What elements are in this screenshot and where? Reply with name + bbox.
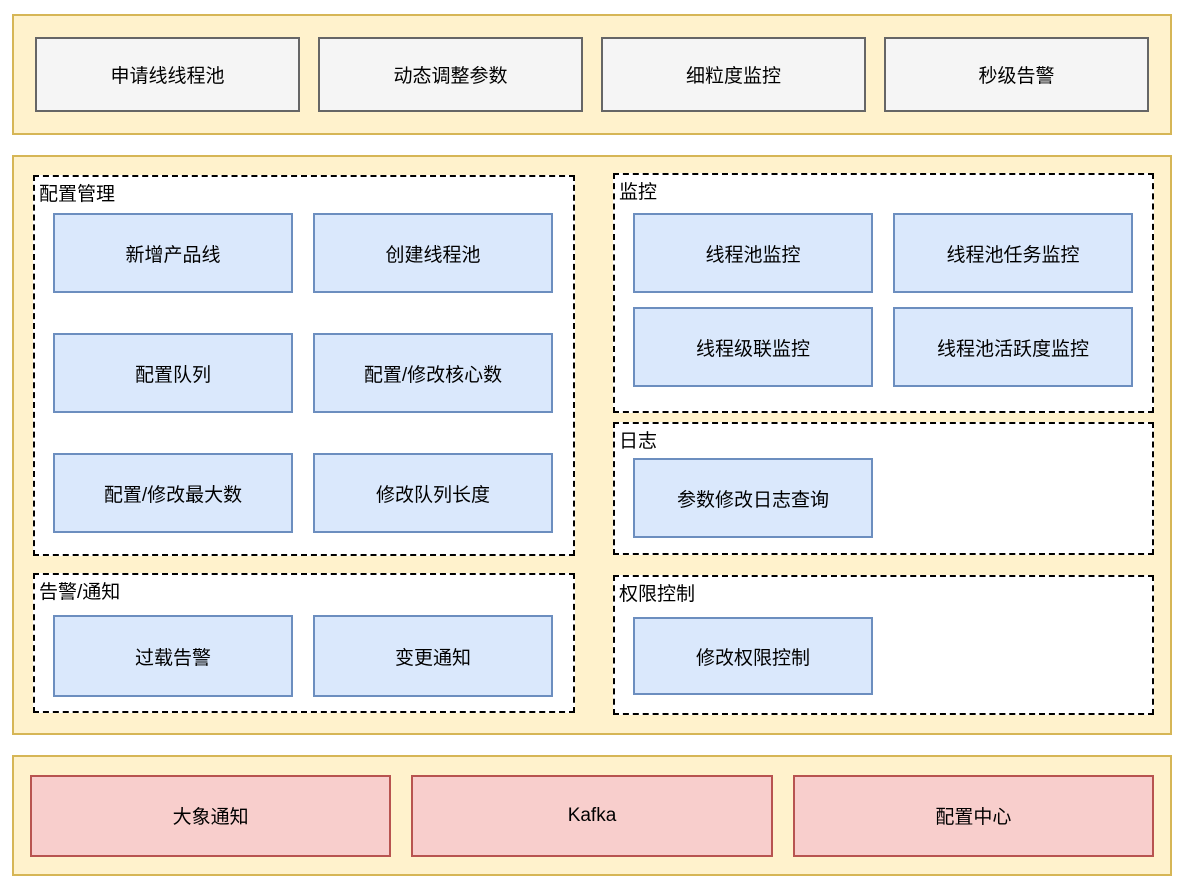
module-config-modify-core-count: 配置/修改核心数: [313, 333, 553, 413]
infra-daxiang-notification: 大象通知: [30, 774, 392, 857]
module-change-notification: 变更通知: [313, 615, 553, 697]
feature-second-level-alert: 秒级告警: [884, 37, 1149, 112]
module-config-queue: 配置队列: [53, 333, 293, 413]
module-modify-permission-control: 修改权限控制: [633, 617, 873, 695]
section-title: 权限控制: [619, 584, 696, 605]
module-create-thread-pool: 创建线程池: [313, 213, 553, 293]
section-log: 日志 参数修改日志查询: [613, 422, 1154, 555]
infrastructure-band: 大象通知 Kafka 配置中心: [12, 755, 1172, 876]
module-modify-queue-length: 修改队列长度: [313, 453, 553, 533]
module-overload-alert: 过载告警: [53, 615, 293, 697]
module-param-change-log-query: 参数修改日志查询: [633, 458, 873, 538]
module-thread-pool-task-monitor: 线程池任务监控: [893, 213, 1133, 293]
feature-apply-thread-pool: 申请线线程池: [35, 37, 300, 112]
module-thread-pool-monitor: 线程池监控: [633, 213, 873, 293]
platform-band: 配置管理 新增产品线 创建线程池 配置队列 配置/修改核心数 配置/修改最大数 …: [12, 155, 1172, 735]
infra-config-center: 配置中心: [792, 774, 1154, 857]
module-add-product-line: 新增产品线: [53, 213, 293, 293]
section-monitoring: 监控 线程池监控 线程池任务监控 线程级联监控 线程池活跃度监控: [613, 173, 1154, 413]
section-title: 告警/通知: [39, 582, 121, 603]
section-alert-notification: 告警/通知 过载告警 变更通知: [33, 573, 575, 713]
section-title: 配置管理: [39, 184, 116, 205]
section-permission-control: 权限控制 修改权限控制: [613, 575, 1154, 715]
feature-dynamic-adjust-params: 动态调整参数: [318, 37, 583, 112]
module-config-modify-max-count: 配置/修改最大数: [53, 453, 293, 533]
module-thread-cascade-monitor: 线程级联监控: [633, 307, 873, 387]
feature-fine-grained-monitoring: 细粒度监控: [601, 37, 866, 112]
section-title: 监控: [619, 182, 658, 203]
capability-band: 申请线线程池 动态调整参数 细粒度监控 秒级告警: [12, 14, 1172, 135]
section-title: 日志: [619, 431, 658, 452]
module-thread-pool-activity-monitor: 线程池活跃度监控: [893, 307, 1133, 387]
infra-kafka: Kafka: [411, 774, 773, 857]
section-config-management: 配置管理 新增产品线 创建线程池 配置队列 配置/修改核心数 配置/修改最大数 …: [33, 175, 575, 556]
